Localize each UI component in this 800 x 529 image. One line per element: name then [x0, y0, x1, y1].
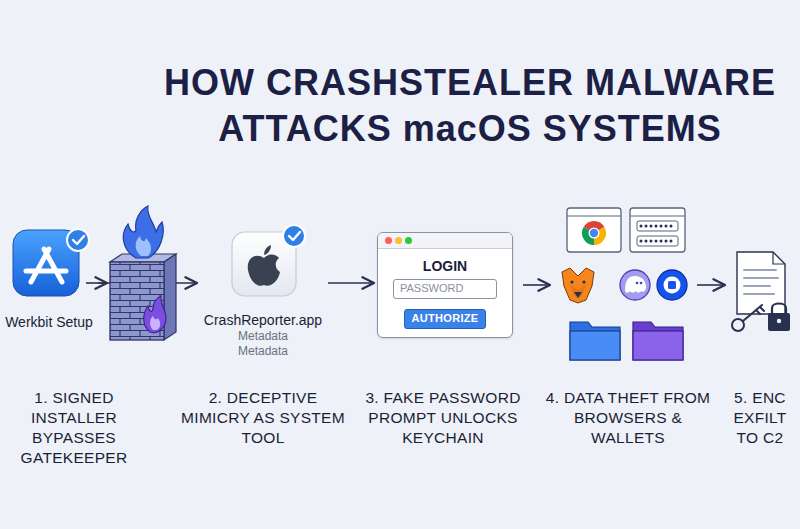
browser-window	[589, 228, 600, 239]
node-sublabel: Metadata	[200, 329, 326, 344]
password-window	[637, 221, 678, 231]
fox-wallet-icon	[570, 284, 586, 298]
step-caption: 2. DECEPTIVE MIMICRY AS SYSTEM TOOL	[180, 388, 346, 448]
node-label: LOGIN	[378, 233, 512, 275]
folder-icon	[633, 322, 683, 360]
node-label: AUTHORIZE	[405, 310, 485, 327]
installer-app: Werkbit Setup	[2, 224, 96, 336]
password-window	[641, 225, 674, 228]
firewall	[164, 254, 176, 340]
login-window: LOGIN PASSWORD AUTHORIZE	[377, 232, 513, 338]
browser-window	[567, 216, 621, 217]
flow-arrow	[697, 284, 725, 286]
lock-icon	[772, 304, 786, 315]
window-button	[395, 237, 402, 244]
password-window	[641, 240, 674, 243]
coin-wallet-icon	[668, 281, 676, 289]
folder-icon	[570, 322, 683, 360]
crashreporter-icon	[283, 225, 305, 247]
installer-icon	[13, 229, 89, 296]
lock-icon	[777, 319, 781, 323]
encrypted-document	[773, 252, 785, 264]
crashreporter-icon	[232, 225, 305, 296]
step-caption: 1. SIGNED INSTALLER BYPASSES GATEKEEPER	[4, 388, 144, 468]
ghost-wallet-icon	[625, 276, 646, 293]
browser-window	[590, 229, 598, 237]
flow-arrow	[523, 284, 550, 286]
crashreporter-icon	[289, 232, 300, 240]
password-window	[630, 208, 685, 252]
lock-icon	[768, 304, 790, 332]
encrypted-document	[744, 270, 778, 294]
fox-wallet-icon	[582, 280, 585, 283]
step-caption: 5. ENC EXFILT TO C2	[726, 388, 794, 448]
folder-icon	[570, 331, 620, 360]
key-icon	[743, 305, 764, 321]
password-field: PASSWORD	[393, 279, 497, 299]
step-caption: 4. DATA THEFT FROM BROWSERS & WALLETS	[540, 388, 716, 448]
window-button	[405, 237, 412, 244]
fox-wallet-icon	[574, 292, 582, 298]
fox-wallet-icon	[570, 280, 573, 283]
folder-icon	[633, 331, 683, 360]
window-button	[385, 237, 392, 244]
firewall	[86, 206, 176, 340]
ghost-wallet-icon	[620, 270, 650, 300]
flow-arrow	[328, 282, 374, 284]
crashreporter-icon	[248, 255, 280, 286]
crashreporter-icon	[264, 245, 271, 255]
folder-icon	[570, 322, 620, 360]
browser-window	[567, 208, 621, 252]
diagram-title: HOW CRASHSTEALER MALWARE ATTACKS macOS S…	[110, 60, 800, 152]
step-caption: 3. FAKE PASSWORD PROMPT UNLOCKS KEYCHAIN	[356, 388, 530, 448]
password-window	[637, 236, 678, 246]
lock-icon	[768, 313, 790, 331]
authorize-button: AUTHORIZE	[404, 309, 486, 329]
firewall	[150, 316, 160, 330]
firewall	[123, 206, 163, 258]
node-label: CrashReporter.app	[200, 312, 326, 329]
node-label: PASSWORD	[394, 280, 496, 297]
node-sublabel: Metadata	[200, 344, 326, 359]
installer-icon	[73, 236, 84, 244]
ghost-wallet-icon	[640, 282, 643, 285]
coin-wallet-icon	[657, 270, 687, 300]
password-window	[630, 216, 685, 217]
key-icon	[732, 305, 764, 331]
ghost-wallet-icon	[636, 282, 639, 285]
ghost-wallet-icon	[620, 270, 650, 300]
firewall	[136, 236, 151, 256]
firewall	[86, 282, 107, 284]
firewall	[144, 296, 166, 333]
app-bundle: CrashReporter.appMetadataMetadata	[200, 226, 326, 354]
fox-wallet-icon	[562, 268, 594, 303]
installer-icon	[26, 249, 66, 282]
installer-icon	[67, 229, 89, 251]
window-titlebar	[378, 233, 512, 249]
coin-wallet-icon	[657, 270, 687, 300]
node-label: Werkbit Setup	[2, 314, 96, 331]
password-window	[630, 208, 685, 252]
coin-wallet-icon	[664, 277, 681, 294]
browser-window	[567, 208, 621, 252]
fox-wallet-icon	[562, 268, 594, 303]
